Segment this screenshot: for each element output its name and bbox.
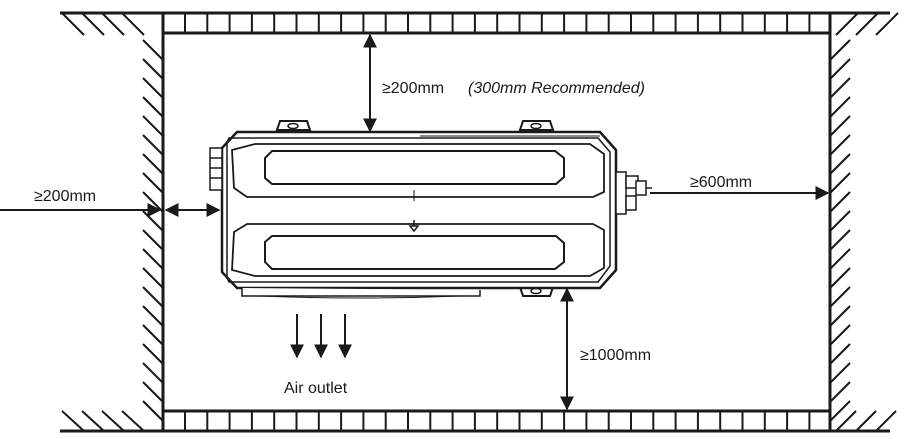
hatch-line [829,381,851,403]
hatch-line [829,324,851,346]
right-clearance-label: ≥600mm [690,174,752,191]
left-top-hatching [61,12,145,36]
down-arrow-icon [408,220,420,233]
floor-wall [60,409,890,433]
hatch-line [829,96,851,118]
lower-grille [231,223,605,277]
right-bottom-hatching [835,410,897,432]
hatch-line [829,305,851,327]
hatch-line [142,286,164,308]
hatch-line [875,12,899,36]
ceiling-wall [60,11,890,35]
air-outlet-label: Air outlet [284,380,348,397]
hatch-line [142,172,164,194]
top-clearance-label: ≥200mm [382,80,444,97]
hatch-line [142,400,164,422]
hatch-line [829,115,851,137]
hatch-line [142,305,164,327]
hatch-line [142,267,164,289]
hatch-line [829,134,851,156]
hatch-line [835,410,857,432]
hatch-line [121,410,145,432]
hatch-line [875,410,897,432]
hatch-line [829,286,851,308]
hatch-line [829,191,851,213]
hatch-line [61,12,85,36]
left-clearance-dimension: ≥200mm [0,188,221,217]
outlet-panel [241,288,481,299]
hatch-line [829,400,851,422]
top-clearance-dimension: ≥200mm (300mm Recommended) [363,33,645,133]
hatch-line [829,77,851,99]
pipe-fitting [615,171,652,215]
right-wall-hatching [829,39,851,422]
upper-grille [231,143,605,198]
hatch-line [142,324,164,346]
bottom-clearance-dimension: ≥1000mm [560,287,651,411]
hatch-line [829,172,851,194]
hatch-line [142,362,164,384]
indoor-unit [209,120,652,299]
top-recommended-label: (300mm Recommended) [468,80,645,97]
hatch-line [142,343,164,365]
hatch-line [81,12,105,36]
hatch-line [829,229,851,251]
hatch-line [829,58,851,80]
air-outlet-arrows: Air outlet [284,314,352,397]
hatch-line [142,58,164,80]
hatch-line [142,248,164,270]
hatch-line [855,410,877,432]
ceiling-wall-tiles [184,13,811,33]
hatch-line [61,410,85,432]
hatch-line [829,210,851,232]
left-clearance-label: ≥200mm [34,188,96,205]
hatch-line [142,96,164,118]
left-wall-hatching [142,39,164,422]
right-wall [828,12,899,432]
hatch-line [829,267,851,289]
hatch-line [829,248,851,270]
hatch-line [101,12,125,36]
hatch-line [81,410,105,432]
unit-body [220,130,618,290]
hatch-line [142,381,164,403]
hatch-line [142,77,164,99]
right-clearance-dimension: ≥600mm [650,174,830,200]
hatch-line [142,39,164,61]
hatch-line [142,210,164,232]
hatch-line [829,153,851,175]
hatch-line [121,12,145,36]
hatch-line [835,12,859,36]
hatch-line [855,12,879,36]
bottom-clearance-label: ≥1000mm [580,347,651,364]
hatch-line [142,115,164,137]
left-connectors [209,147,223,191]
hatch-line [829,39,851,61]
left-wall [61,12,165,432]
left-bottom-hatching [61,410,145,432]
hatch-line [142,134,164,156]
hatch-line [142,153,164,175]
hatch-line [142,229,164,251]
hatch-line [829,362,851,384]
right-top-hatching [835,12,899,36]
hatch-line [101,410,125,432]
floor-wall-tiles [184,411,811,431]
hatch-line [829,343,851,365]
